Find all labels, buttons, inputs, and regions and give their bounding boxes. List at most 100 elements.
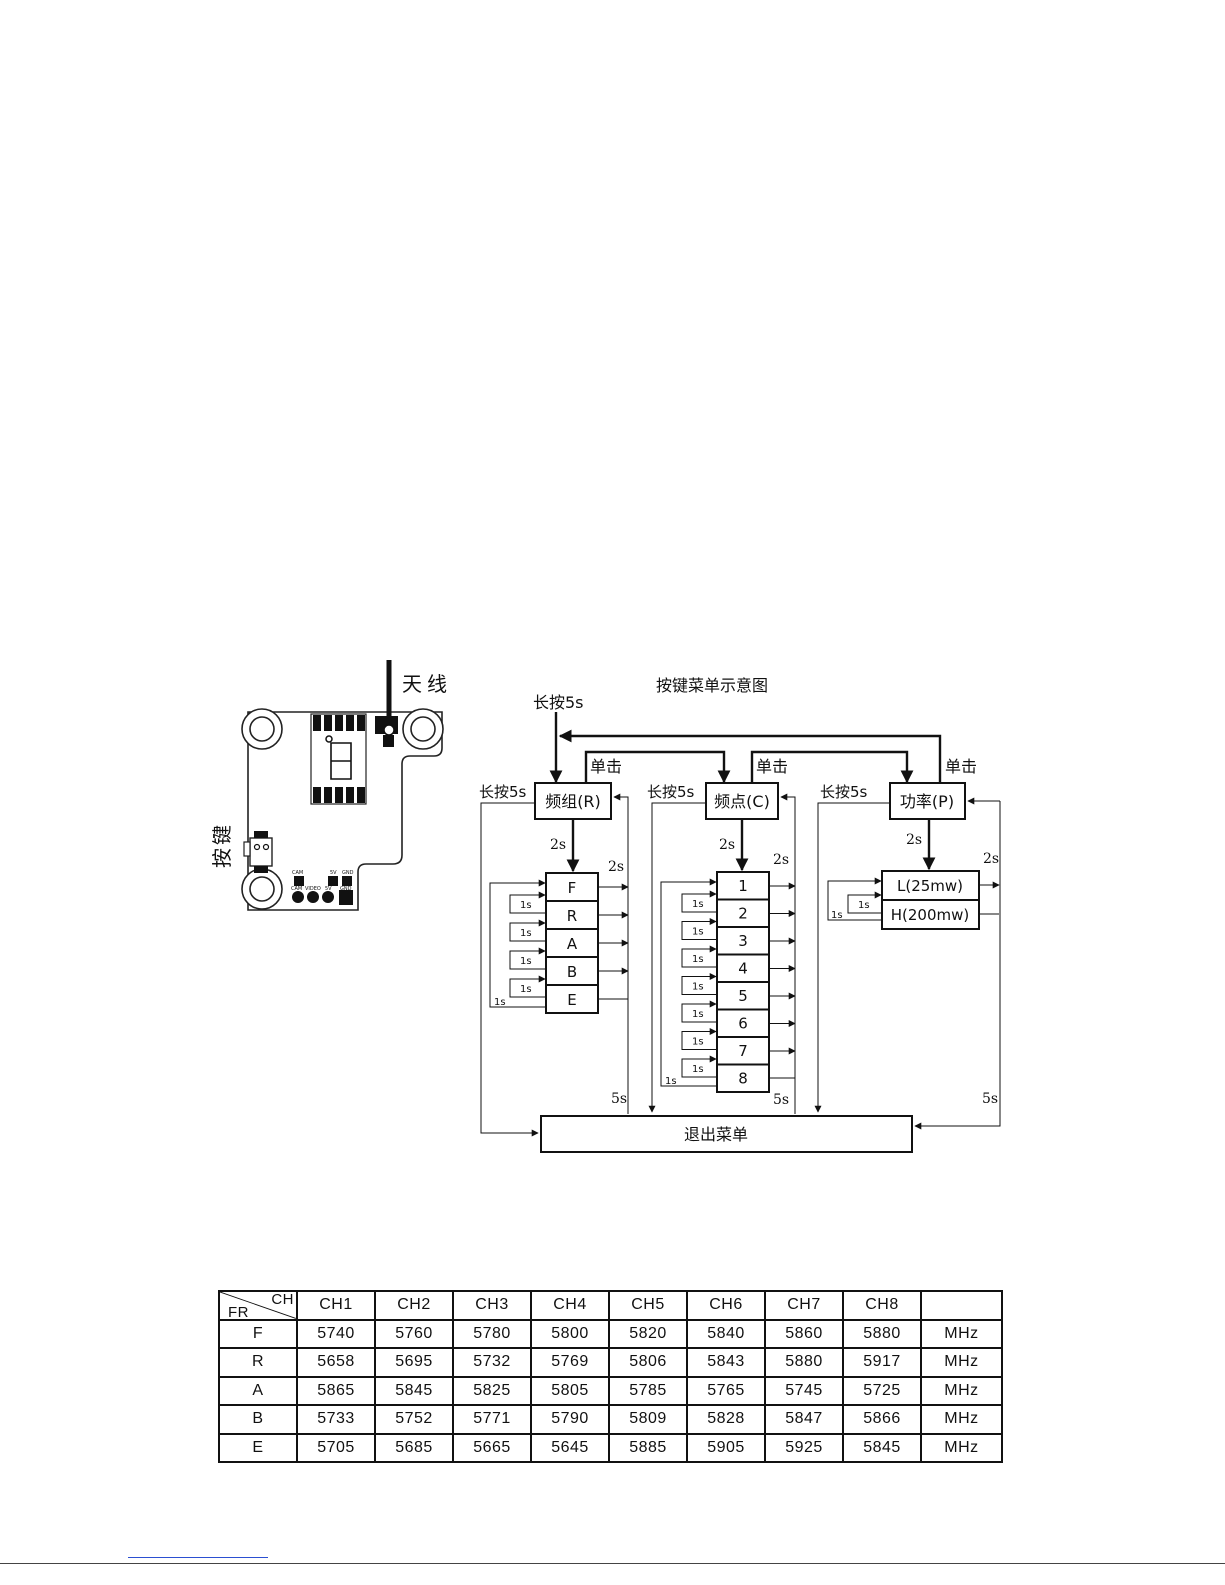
svg-text:7: 7 xyxy=(738,1042,748,1060)
svg-text:1s: 1s xyxy=(520,984,532,995)
band-menu-label: 频组(R) xyxy=(545,792,601,811)
svg-text:1s: 1s xyxy=(692,1009,704,1020)
pin-bottom-cam: CAM xyxy=(291,886,302,892)
exit-menu-box xyxy=(540,1115,913,1153)
freq-cell: 5840 xyxy=(686,1318,766,1349)
svg-text:1s: 1s xyxy=(665,1076,677,1087)
freq-cell: 5925 xyxy=(764,1432,844,1463)
band-menu: 频组(R) 长按5s 2s F R A B E 1s 1s 1s 1s 1s xyxy=(479,782,629,1137)
unit-cell: MHz xyxy=(920,1375,1003,1406)
svg-text:1s: 1s xyxy=(494,997,506,1008)
freq-cell: 5685 xyxy=(374,1432,454,1463)
freq-cell: 5806 xyxy=(608,1347,688,1378)
freq-cell: 5705 xyxy=(296,1432,376,1463)
unit-cell: MHz xyxy=(920,1347,1003,1378)
band-menu-box xyxy=(534,782,612,820)
pin-bottom-gnd: GND xyxy=(340,886,352,892)
unit-cell: MHz xyxy=(920,1432,1003,1463)
channel-enter-time: 2s xyxy=(719,837,735,853)
freq-cell: 5800 xyxy=(530,1318,610,1349)
corner-diagonal xyxy=(220,1292,296,1319)
freq-cell: 5769 xyxy=(530,1347,610,1378)
channel-option-7[interactable] xyxy=(716,1036,770,1066)
svg-text:L(25mw): L(25mw) xyxy=(897,877,963,895)
button-menu-diagram: 按键菜单示意图 长按5s 单击 单击 单击 频组(R) 长按5s 2s F R … xyxy=(479,676,1001,1153)
band-cell: A xyxy=(218,1375,298,1406)
svg-text:5s: 5s xyxy=(982,1091,998,1107)
freq-cell: 5880 xyxy=(764,1347,844,1378)
svg-text:8: 8 xyxy=(738,1070,748,1088)
freq-cell: 5765 xyxy=(686,1375,766,1406)
header-unit xyxy=(920,1290,1003,1321)
frequency-table: CH FR CH1 CH2 CH3 CH4 CH5 CH6 CH7 CH8 F … xyxy=(218,1290,1003,1463)
svg-text:3: 3 xyxy=(738,932,748,950)
table-row: E 5705 5685 5665 5645 5885 5905 5925 584… xyxy=(218,1432,1003,1463)
power-menu-label: 功率(P) xyxy=(900,792,954,811)
freq-cell: 5866 xyxy=(842,1404,922,1435)
mount-hole-top-right xyxy=(402,708,444,750)
svg-text:1s: 1s xyxy=(520,928,532,939)
header-ch2: CH2 xyxy=(374,1290,454,1321)
push-button[interactable] xyxy=(243,831,273,873)
freq-cell: 5845 xyxy=(842,1432,922,1463)
power-option-low[interactable] xyxy=(881,870,980,901)
freq-cell: 5805 xyxy=(530,1375,610,1406)
freq-cell: 5843 xyxy=(686,1347,766,1378)
freq-cell: 5665 xyxy=(452,1432,532,1463)
freq-cell: 5760 xyxy=(374,1318,454,1349)
power-enter-time: 2s xyxy=(906,832,922,848)
svg-text:1s: 1s xyxy=(692,982,704,993)
svg-text:1s: 1s xyxy=(520,956,532,967)
power-long-press-label: 长按5s xyxy=(820,783,868,801)
band-cell: B xyxy=(218,1404,298,1435)
channel-menu-label: 频点(C) xyxy=(714,792,770,811)
pin-top-5v: 5V xyxy=(330,870,337,876)
pin-top-cam: CAM xyxy=(292,870,303,876)
svg-text:6: 6 xyxy=(738,1015,748,1033)
band-long-press-label: 长按5s xyxy=(479,783,527,801)
svg-text:1s: 1s xyxy=(692,954,704,965)
band-cell: F xyxy=(218,1318,298,1349)
svg-text:R: R xyxy=(567,907,577,925)
svg-text:F: F xyxy=(568,879,577,897)
svg-text:B: B xyxy=(567,963,577,981)
band-enter-time: 2s xyxy=(550,837,566,853)
table-corner-cell: CH FR xyxy=(218,1290,298,1321)
svg-text:4: 4 xyxy=(738,960,748,978)
antenna xyxy=(375,660,398,747)
channel-option-8[interactable] xyxy=(716,1063,770,1093)
band-cell: E xyxy=(218,1432,298,1463)
freq-cell: 5790 xyxy=(530,1404,610,1435)
power-menu-box xyxy=(889,782,966,820)
freq-cell: 5917 xyxy=(842,1347,922,1378)
single-click-label-2: 单击 xyxy=(756,757,788,776)
freq-cell: 5860 xyxy=(764,1318,844,1349)
pin-bottom-5v: 5V xyxy=(325,886,332,892)
freq-cell: 5695 xyxy=(374,1347,454,1378)
freq-cell: 5725 xyxy=(842,1375,922,1406)
svg-text:1s: 1s xyxy=(692,1064,704,1075)
freq-cell: 5733 xyxy=(296,1404,376,1435)
long-press-top-label: 长按5s xyxy=(533,693,584,712)
freq-cell: 5645 xyxy=(530,1432,610,1463)
freq-cell: 5828 xyxy=(686,1404,766,1435)
freq-cell: 5771 xyxy=(452,1404,532,1435)
pin-header: CAM 5V GND CAM VIDEO 5V GND xyxy=(291,870,354,905)
svg-text:H(200mw): H(200mw) xyxy=(891,906,970,924)
header-ch5: CH5 xyxy=(608,1290,688,1321)
freq-cell: 5825 xyxy=(452,1375,532,1406)
channel-menu-box xyxy=(705,782,779,820)
svg-text:1: 1 xyxy=(738,877,748,895)
freq-cell: 5820 xyxy=(608,1318,688,1349)
freq-cell: 5732 xyxy=(452,1347,532,1378)
mount-hole-bottom-left xyxy=(241,868,283,910)
svg-text:1s: 1s xyxy=(858,900,870,911)
table-row: F 5740 5760 5780 5800 5820 5840 5860 588… xyxy=(218,1318,1003,1349)
svg-text:2s: 2s xyxy=(773,852,789,868)
svg-text:1s: 1s xyxy=(520,900,532,911)
freq-cell: 5745 xyxy=(764,1375,844,1406)
svg-text:1s: 1s xyxy=(692,899,704,910)
pin-top-gnd: GND xyxy=(342,870,354,876)
